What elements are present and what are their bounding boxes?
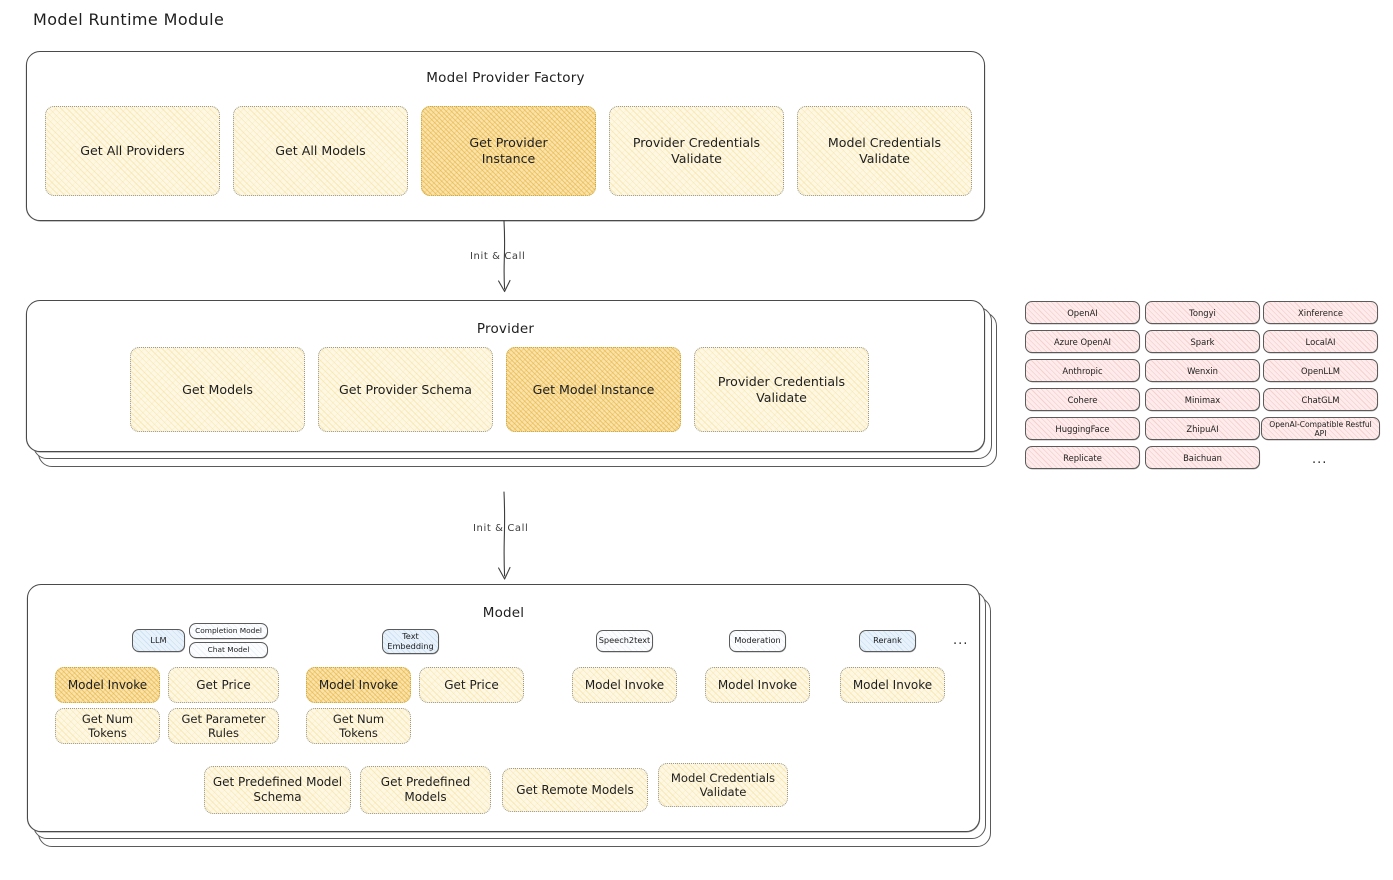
llm-method-get-num-tokens[interactable]: Get Num Tokens — [55, 708, 160, 744]
provider-pill-xinference[interactable]: Xinference — [1263, 301, 1378, 324]
provider-method-get-model-instance[interactable]: Get Model Instance — [506, 347, 681, 432]
provider-pill-minimax[interactable]: Minimax — [1145, 388, 1260, 411]
provider-pill-chatglm[interactable]: ChatGLM — [1263, 388, 1378, 411]
provider-pill-azure-openai[interactable]: Azure OpenAI — [1025, 330, 1140, 353]
model-provider-factory-panel: Model Provider Factory Get All Providers… — [26, 51, 985, 221]
provider-pill-openllm[interactable]: OpenLLM — [1263, 359, 1378, 382]
provider-pill-anthropic[interactable]: Anthropic — [1025, 359, 1140, 382]
provider-method-get-provider-schema[interactable]: Get Provider Schema — [318, 347, 493, 432]
provider-pill-tongyi[interactable]: Tongyi — [1145, 301, 1260, 324]
text-embedding-method-model-invoke[interactable]: Model Invoke — [306, 667, 411, 703]
factory-method-get-all-providers[interactable]: Get All Providers — [45, 106, 220, 196]
model-type-sub-badge-completion-model[interactable]: Completion Model — [189, 623, 268, 639]
provider-pill-spark[interactable]: Spark — [1145, 330, 1260, 353]
model-common-method-get-remote-models[interactable]: Get Remote Models — [502, 768, 648, 812]
provider-method-get-models[interactable]: Get Models — [130, 347, 305, 432]
model-type-badge-speech2text[interactable]: Speech2text — [596, 630, 653, 652]
provider-pill-wenxin[interactable]: Wenxin — [1145, 359, 1260, 382]
speech2text-method-model-invoke[interactable]: Model Invoke — [572, 667, 677, 703]
factory-method-model-credentials-validate[interactable]: Model Credentials Validate — [797, 106, 972, 196]
arrow-factory-to-provider-label: Init & Call — [470, 251, 526, 262]
model-common-method-get-predefined-model-schema[interactable]: Get Predefined Model Schema — [204, 766, 351, 814]
arrow-provider-to-model — [498, 491, 511, 580]
provider-panel: Provider Get Models Get Provider Schema … — [26, 300, 985, 452]
page-title: Model Runtime Module — [33, 10, 225, 29]
model-common-method-model-credentials-validate[interactable]: Model Credentials Validate — [658, 763, 788, 807]
provider-pill-zhipuai[interactable]: ZhipuAI — [1145, 417, 1260, 440]
provider-method-provider-credentials-validate[interactable]: Provider Credentials Validate — [694, 347, 869, 432]
provider-title: Provider — [476, 321, 535, 337]
text-embedding-method-get-price[interactable]: Get Price — [419, 667, 524, 703]
provider-list-more: ... — [1312, 452, 1328, 467]
model-type-badge-llm[interactable]: LLM — [132, 629, 185, 652]
provider-pill-cohere[interactable]: Cohere — [1025, 388, 1140, 411]
provider-pill-openai[interactable]: OpenAI — [1025, 301, 1140, 324]
model-type-badge-rerank[interactable]: Rerank — [859, 630, 916, 652]
arrow-provider-to-model-label: Init & Call — [473, 523, 529, 534]
moderation-method-model-invoke[interactable]: Model Invoke — [705, 667, 810, 703]
llm-method-model-invoke[interactable]: Model Invoke — [55, 667, 160, 703]
model-type-badge-moderation[interactable]: Moderation — [729, 630, 786, 652]
llm-method-get-parameter-rules[interactable]: Get Parameter Rules — [168, 708, 279, 744]
arrow-factory-to-provider — [498, 220, 511, 293]
text-embedding-method-get-num-tokens[interactable]: Get Num Tokens — [306, 708, 411, 744]
model-common-method-get-predefined-models[interactable]: Get Predefined Models — [360, 766, 491, 814]
factory-method-get-provider-instance[interactable]: Get Provider Instance — [421, 106, 596, 196]
model-title: Model — [482, 605, 525, 621]
factory-method-provider-credentials-validate[interactable]: Provider Credentials Validate — [609, 106, 784, 196]
provider-pill-huggingface[interactable]: HuggingFace — [1025, 417, 1140, 440]
llm-method-get-price[interactable]: Get Price — [168, 667, 279, 703]
model-type-badge-text-embedding[interactable]: Text Embedding — [382, 629, 439, 654]
factory-title: Model Provider Factory — [426, 70, 585, 86]
provider-pill-openai-compatible-restful-api[interactable]: OpenAI-Compatible Restful API — [1261, 417, 1380, 440]
provider-pill-baichuan[interactable]: Baichuan — [1145, 446, 1260, 469]
model-type-sub-badge-chat-model[interactable]: Chat Model — [189, 642, 268, 658]
provider-pill-localai[interactable]: LocalAI — [1263, 330, 1378, 353]
model-types-more: ... — [953, 633, 969, 648]
rerank-method-model-invoke[interactable]: Model Invoke — [840, 667, 945, 703]
model-panel: Model LLM Completion Model Chat Model Mo… — [27, 584, 980, 832]
factory-method-get-all-models[interactable]: Get All Models — [233, 106, 408, 196]
provider-pill-replicate[interactable]: Replicate — [1025, 446, 1140, 469]
